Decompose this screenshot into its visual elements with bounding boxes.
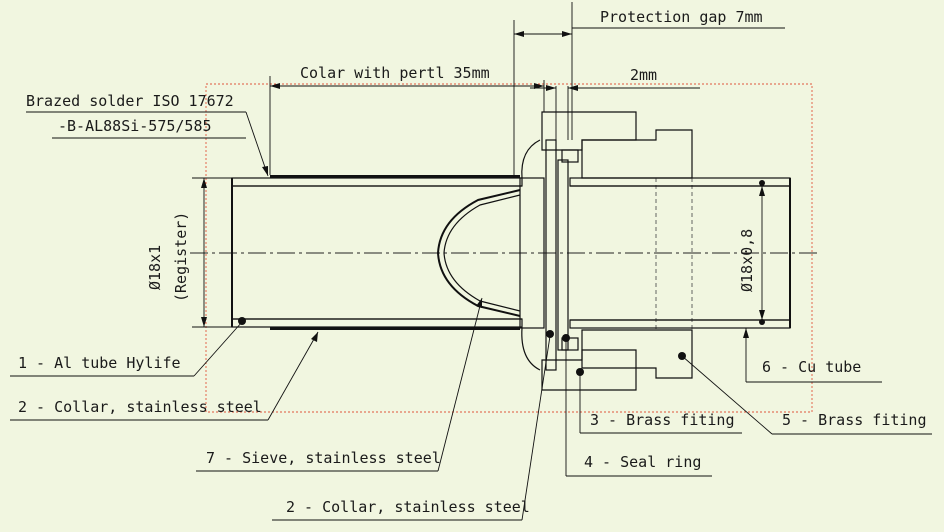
- dim-left-1: Ø18x1: [146, 245, 164, 290]
- flange-plates: [519, 139, 569, 371]
- part-4-label: 4 - Seal ring: [584, 453, 701, 471]
- dim-protection-gap: Protection gap 7mm: [513, 2, 785, 178]
- brazed-line2: -B-AL88Si-575/585: [58, 117, 212, 135]
- part-2-label: 2 - Collar, stainless steel: [18, 398, 262, 416]
- leader-p2b: 2 - Collar, stainless steel: [272, 335, 551, 521]
- sieve: [436, 189, 521, 317]
- leader-p4: 4 - Seal ring: [565, 340, 712, 477]
- gap-2mm-label: 2mm: [630, 66, 657, 84]
- leader-p3: 3 - Brass fiting: [579, 374, 742, 434]
- part-3-label: 3 - Brass fiting: [590, 411, 735, 429]
- colar-label: Colar with pertl 35mm: [300, 64, 490, 82]
- leader-p7: 7 - Sieve, stainless steel: [196, 297, 483, 472]
- part-5-label: 5 - Brass fiting: [782, 411, 927, 429]
- part-6-label: 6 - Cu tube: [762, 358, 861, 376]
- part-2b-label: 2 - Collar, stainless steel: [286, 498, 530, 516]
- leader-p1: 1 - Al tube Hylife: [10, 321, 243, 377]
- part-1-label: 1 - Al tube Hylife: [18, 354, 181, 372]
- al-tube: [231, 177, 523, 328]
- part-7-label: 7 - Sieve, stainless steel: [206, 449, 441, 467]
- brass-fitting-5: [581, 129, 693, 379]
- marker-dots: [238, 180, 765, 376]
- brazed-note: Brazed solder ISO 17672 -B-AL88Si-575/58…: [26, 92, 269, 177]
- leader-p6: 6 - Cu tube: [743, 328, 882, 383]
- leader-p2: 2 - Collar, stainless steel: [10, 331, 319, 421]
- collar: [270, 175, 520, 330]
- dim-colar: Colar with pertl 35mm: [269, 64, 545, 175]
- dim-right-diameter: Ø18x0,8: [738, 183, 765, 322]
- leader-p5: 5 - Brass fiting: [681, 355, 932, 435]
- brazed-line1: Brazed solder ISO 17672: [26, 92, 234, 110]
- dim-left-2: (Register): [172, 212, 190, 302]
- dim-left-diameter: Ø18x1 (Register): [146, 177, 232, 328]
- dim-right: Ø18x0,8: [738, 229, 756, 292]
- protection-gap-label: Protection gap 7mm: [600, 8, 763, 26]
- cu-tube: [569, 177, 791, 329]
- drawing-frame: [205, 83, 813, 413]
- dim-2mm: 2mm: [530, 66, 700, 140]
